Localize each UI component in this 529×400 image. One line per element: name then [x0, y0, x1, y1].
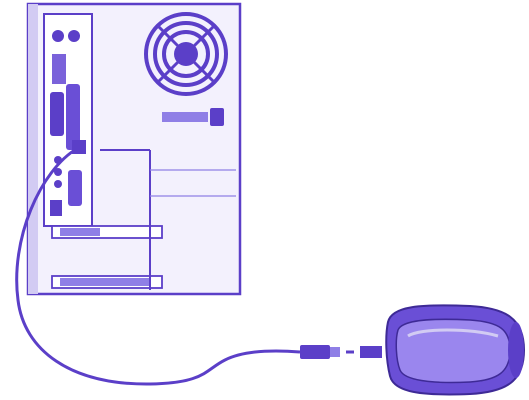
power-socket [210, 108, 224, 126]
tower-side-shade [28, 4, 38, 294]
computer-tower [28, 4, 240, 294]
serial-port [50, 92, 64, 136]
usb-device [386, 305, 524, 394]
audio-jack-3 [54, 180, 62, 188]
cable-plug-computer [72, 140, 86, 154]
usb-port-stack [52, 54, 66, 84]
slot-cover-4 [60, 278, 150, 286]
slot-cover-2 [60, 228, 100, 236]
ps2-port-keyboard [52, 30, 64, 42]
usb-plug-tip [330, 347, 340, 357]
power-label [162, 112, 208, 122]
usb-receptacle [360, 346, 382, 358]
ps2-port-mouse [68, 30, 80, 42]
video-port [68, 170, 82, 206]
lan-port [50, 200, 62, 216]
usb-plug [300, 345, 382, 359]
usb-plug-body [300, 345, 330, 359]
io-panel [44, 14, 92, 226]
usb-device-end-cap [508, 322, 524, 378]
